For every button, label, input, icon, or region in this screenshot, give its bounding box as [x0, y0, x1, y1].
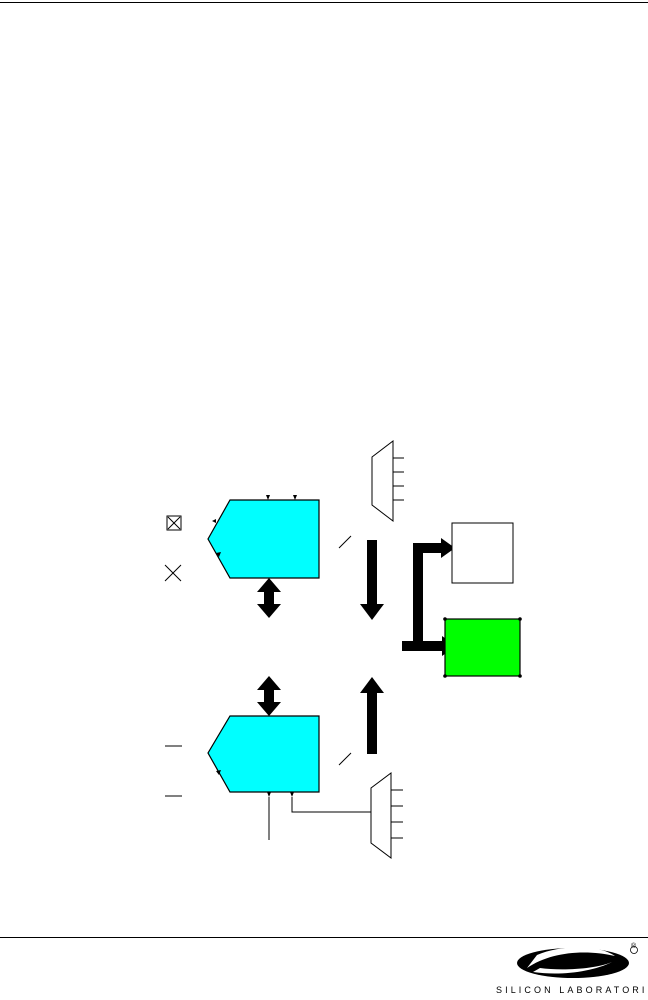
- company-name: SILICON LABORATORIES: [496, 985, 648, 995]
- output-register-box: [451, 522, 514, 584]
- top-mux: [371, 439, 404, 523]
- bottom-rule: [0, 937, 648, 938]
- top-rule: [0, 2, 648, 3]
- bus-slash-top: [338, 535, 352, 549]
- mux-select-line: [291, 797, 371, 813]
- bottom-converter-block: [207, 715, 320, 797]
- silicon-labs-logo-icon: [517, 946, 638, 978]
- bidirectional-arrow-bottom: [257, 676, 281, 716]
- trademark-symbol: ®: [631, 943, 637, 950]
- bottom-mux: [370, 772, 403, 859]
- up-arrow: [360, 677, 384, 754]
- top-converter-block: [207, 495, 320, 579]
- bus-slash-bottom: [338, 752, 352, 766]
- bidirectional-arrow-top: [257, 578, 281, 618]
- output-interrupt-box: [443, 617, 522, 678]
- down-arrow: [360, 540, 384, 620]
- boxed-x-icon: [166, 515, 182, 531]
- x-mark-icon: [164, 564, 182, 582]
